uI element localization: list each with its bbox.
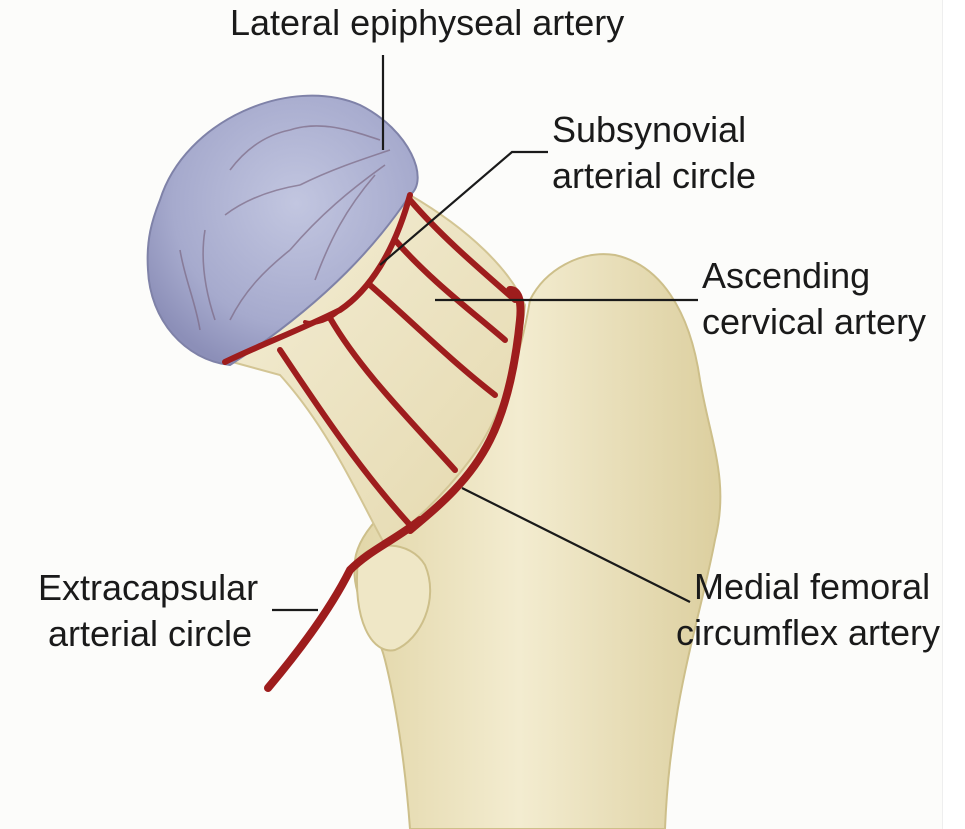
lesser-trochanter bbox=[356, 544, 432, 652]
epiphyseal-branch-1 bbox=[303, 308, 342, 325]
right-border-strip bbox=[942, 0, 965, 829]
label-medial-femoral-circumflex-artery: Medial femoral circumflex artery bbox=[676, 564, 940, 656]
label-extracapsular-arterial-circle: Extracapsular arterial circle bbox=[38, 565, 258, 657]
ascending-cervical-3 bbox=[367, 282, 498, 398]
ascending-cervical-4 bbox=[392, 237, 508, 343]
label-lateral-epiphyseal-artery: Lateral epiphyseal artery bbox=[230, 0, 624, 46]
label-line: arterial circle bbox=[552, 155, 757, 196]
head-vessel-texture bbox=[179, 125, 391, 331]
label-line: Subsynovial bbox=[552, 109, 747, 150]
ascending-cervical-5 bbox=[407, 197, 518, 303]
leader-medial-femoral bbox=[461, 487, 691, 603]
leader-subsynovial bbox=[379, 150, 548, 266]
label-line: Lateral epiphyseal artery bbox=[230, 2, 625, 43]
medial-femoral-circumflex bbox=[406, 286, 525, 534]
label-line: Extracapsular bbox=[38, 567, 259, 608]
extracapsular-artery bbox=[264, 516, 424, 692]
ascending-cervical-1 bbox=[277, 347, 413, 528]
label-line: Medial femoral bbox=[694, 566, 931, 607]
label-line: cervical artery bbox=[702, 301, 927, 342]
ascending-cervical-2 bbox=[327, 315, 458, 473]
label-line: arterial circle bbox=[48, 613, 253, 654]
artery-network bbox=[222, 192, 525, 692]
label-subsynovial-arterial-circle: Subsynovial arterial circle bbox=[552, 107, 756, 199]
epiphyseal-branch-2 bbox=[226, 343, 262, 362]
leader-lines bbox=[272, 55, 698, 612]
label-line: circumflex artery bbox=[676, 612, 941, 653]
label-line: Ascending bbox=[702, 255, 871, 296]
label-ascending-cervical-artery: Ascending cervical artery bbox=[702, 253, 926, 345]
